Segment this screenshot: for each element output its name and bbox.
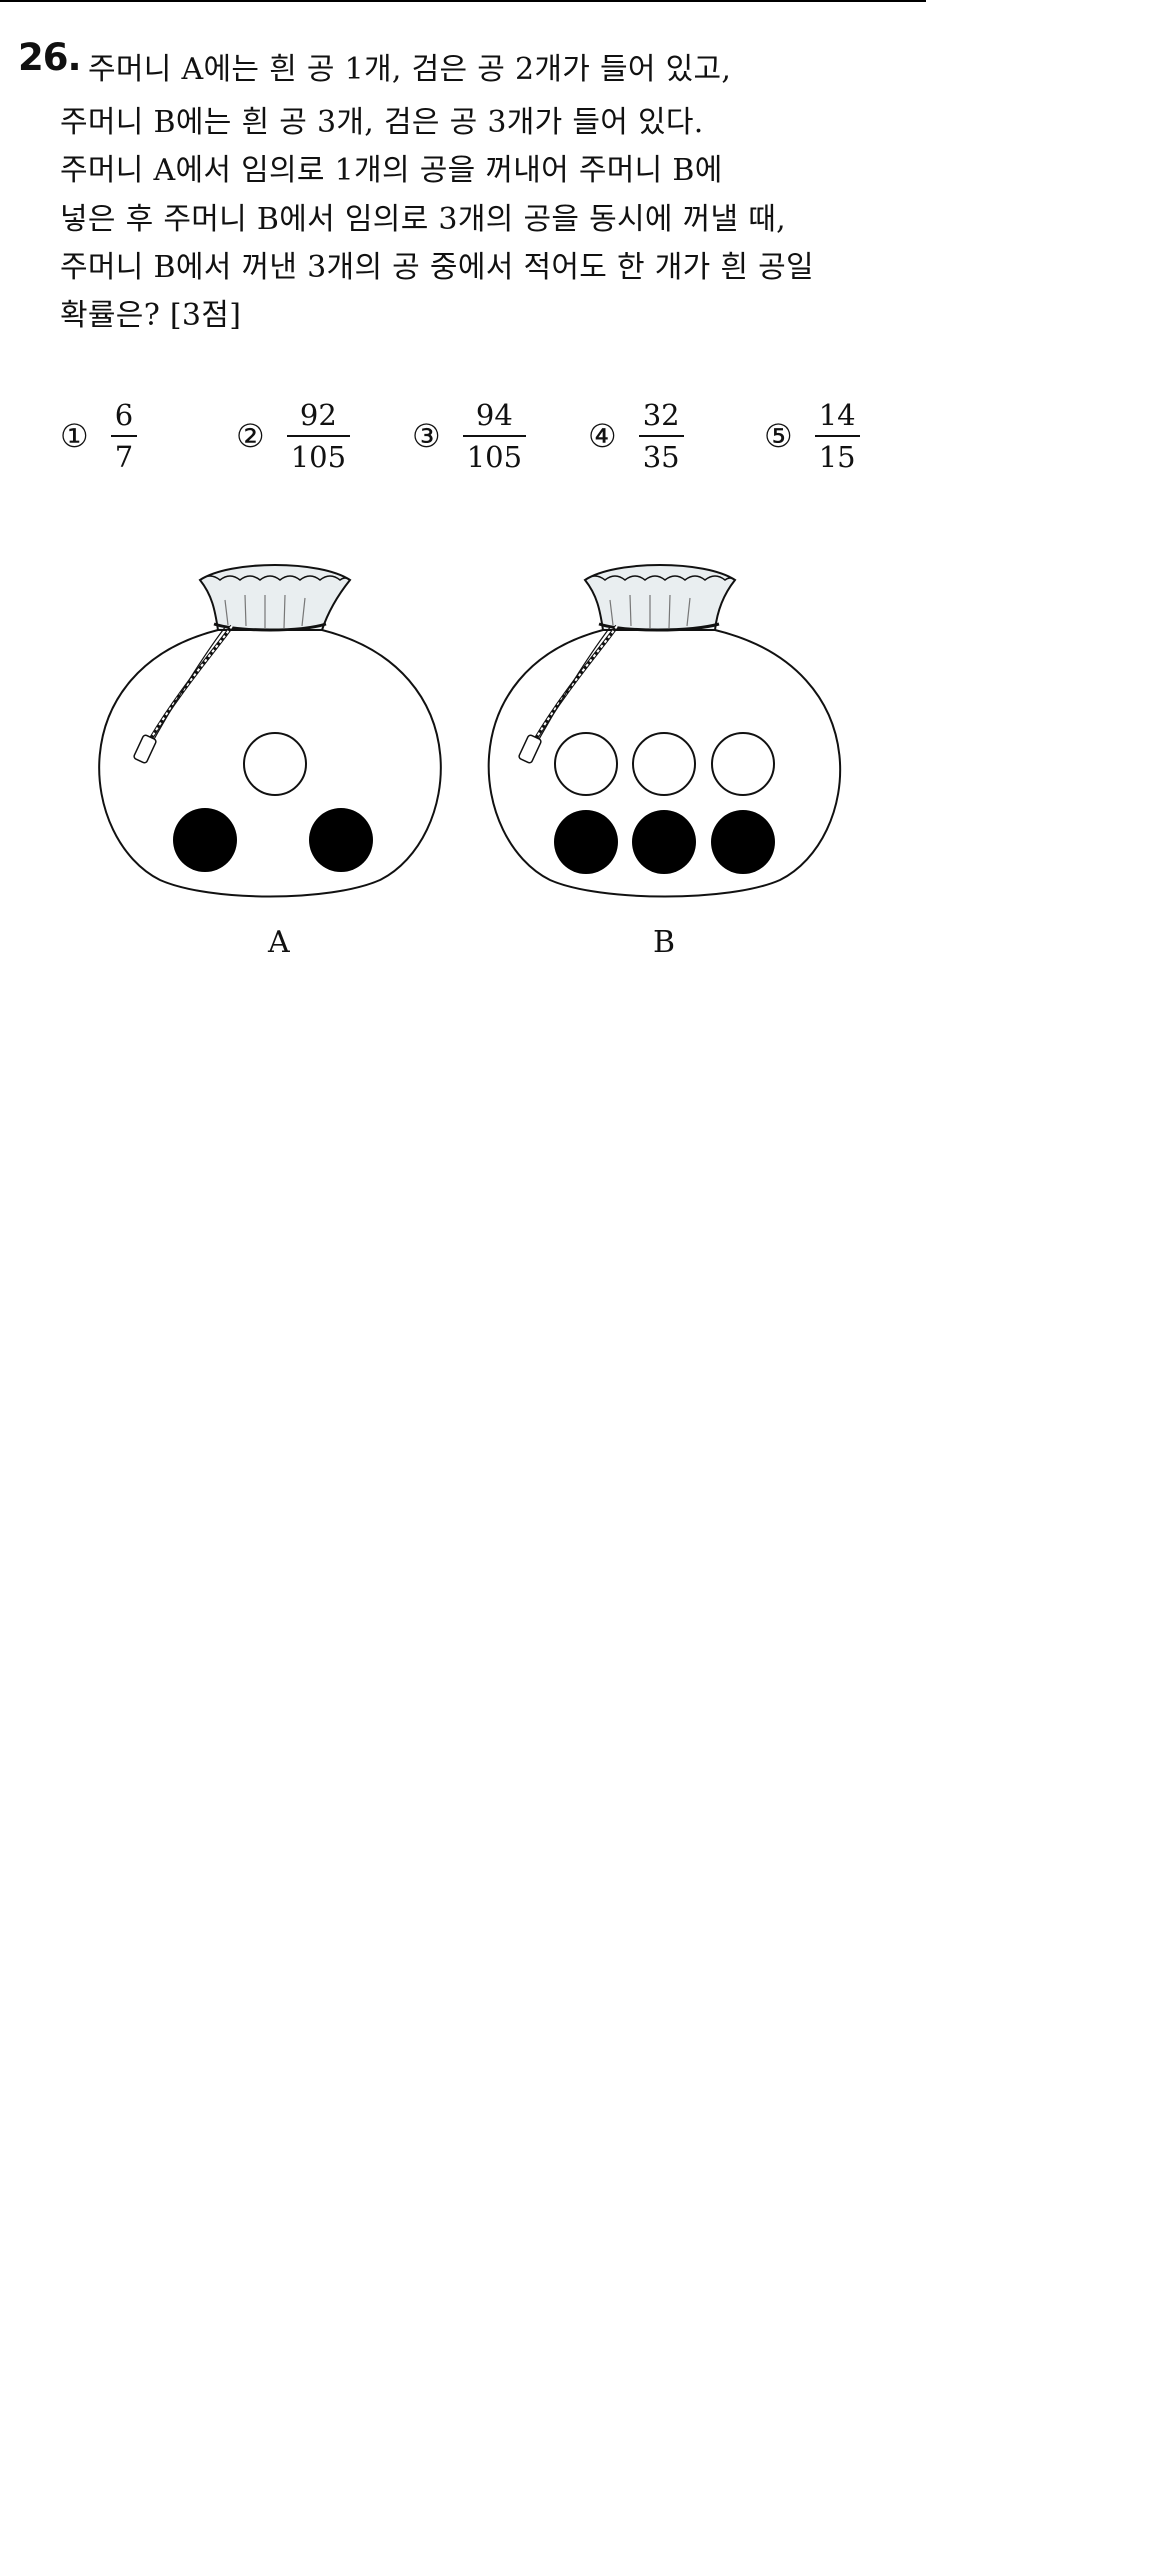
choice-4[interactable]: ④ 32 35 [588, 396, 684, 476]
white-ball [632, 732, 696, 796]
question-line-6: 확률은? [3점] [60, 298, 242, 333]
bag-b-label: B [653, 925, 676, 960]
choice-2[interactable]: ② 92 105 [236, 396, 351, 476]
fraction-bar [814, 434, 860, 437]
choice-mark: ② [236, 417, 265, 455]
choice-fraction: 6 7 [110, 397, 138, 474]
fraction-bar [638, 434, 684, 437]
choice-5[interactable]: ⑤ 14 15 [764, 396, 860, 476]
white-ball [554, 732, 618, 796]
white-ball [243, 732, 307, 796]
numerator: 94 [475, 397, 513, 432]
choice-1[interactable]: ① 6 7 [60, 396, 138, 476]
choice-fraction: 94 105 [462, 397, 527, 474]
black-ball [309, 808, 373, 872]
question-line-1: 주머니 A에는 흰 공 1개, 검은 공 2개가 들어 있고, [88, 52, 732, 87]
fraction-bar [462, 434, 527, 437]
choice-fraction: 32 35 [638, 397, 684, 474]
question-line-4: 넣은 후 주머니 B에서 임의로 3개의 공을 동시에 꺼낼 때, [60, 202, 786, 237]
numerator: 92 [299, 397, 337, 432]
black-ball [711, 810, 775, 874]
choice-3[interactable]: ③ 94 105 [412, 396, 527, 476]
denominator: 105 [466, 439, 523, 474]
denominator: 15 [818, 439, 856, 474]
denominator: 35 [642, 439, 680, 474]
black-ball [632, 810, 696, 874]
fraction-bar [286, 434, 351, 437]
white-ball [711, 732, 775, 796]
fraction-bar [110, 434, 138, 437]
numerator: 14 [818, 397, 856, 432]
question-number: 26. [18, 36, 82, 79]
bag-b [487, 564, 841, 898]
numerator: 32 [642, 397, 680, 432]
denominator: 7 [114, 439, 134, 474]
choice-mark: ⑤ [764, 417, 793, 455]
bag-a-label: A [268, 925, 290, 960]
bag-a [98, 564, 442, 898]
choice-fraction: 92 105 [286, 397, 351, 474]
top-rule [0, 0, 926, 2]
bags-figure [98, 564, 841, 898]
black-ball [173, 808, 237, 872]
choice-mark: ④ [588, 417, 617, 455]
numerator: 6 [114, 397, 134, 432]
question-line-3: 주머니 A에서 임의로 1개의 공을 꺼내어 주머니 B에 [60, 153, 723, 188]
question-line-2: 주머니 B에는 흰 공 3개, 검은 공 3개가 들어 있다. [60, 105, 704, 140]
black-ball [554, 810, 618, 874]
choice-fraction: 14 15 [814, 397, 860, 474]
denominator: 105 [290, 439, 347, 474]
question-line-5: 주머니 B에서 꺼낸 3개의 공 중에서 적어도 한 개가 흰 공일 [60, 250, 814, 285]
choice-mark: ③ [412, 417, 441, 455]
choice-mark: ① [60, 417, 89, 455]
